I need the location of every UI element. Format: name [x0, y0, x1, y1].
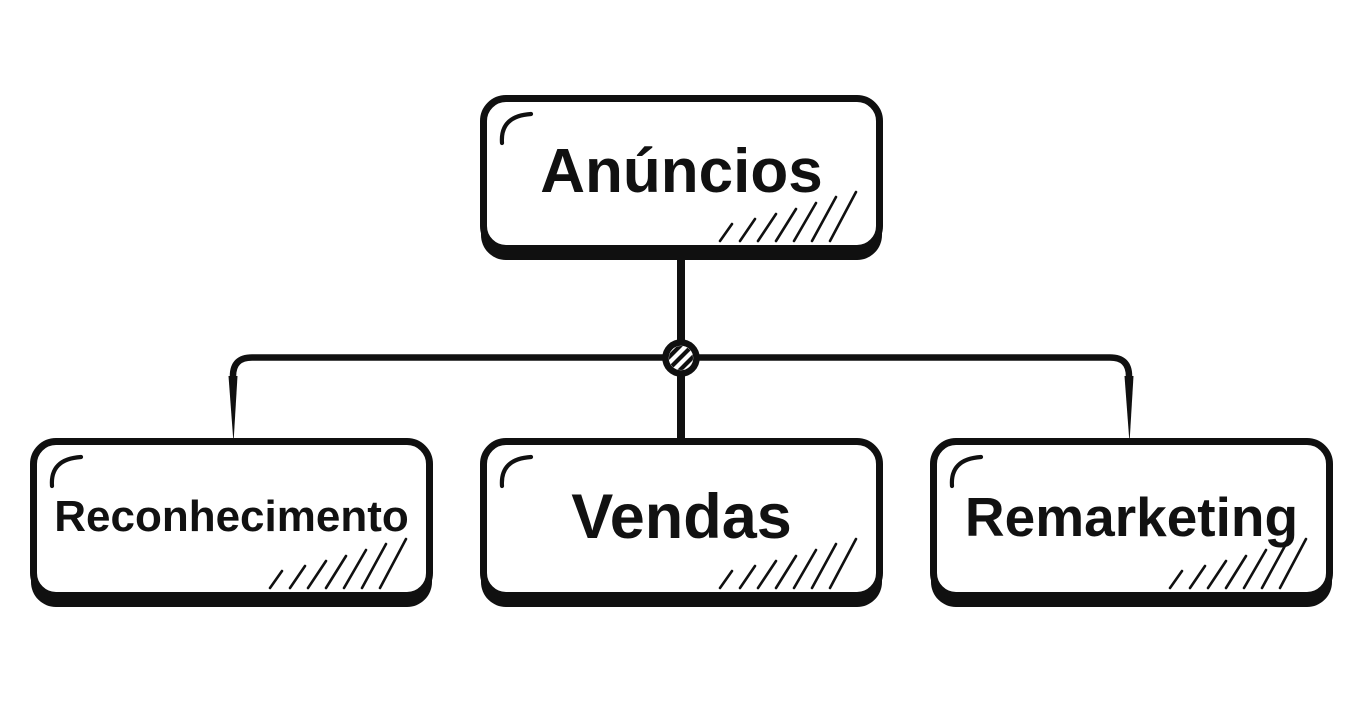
connector-reconhecimento-taper	[228, 376, 238, 443]
corner-stroke-icon	[499, 454, 534, 489]
hatch-shading-icon	[268, 537, 408, 590]
node-remarketing: Remarketing	[930, 438, 1333, 599]
connector-junction-to-remarketing	[696, 354, 1133, 380]
node-reconhecimento-label: Reconhecimento	[54, 491, 409, 541]
junction-node-icon	[662, 339, 700, 377]
node-remarketing-label: Remarketing	[964, 485, 1299, 548]
node-anuncios: Anúncios	[480, 95, 883, 252]
connector-remarketing-taper	[1124, 376, 1134, 443]
node-vendas: Vendas	[480, 438, 883, 599]
node-vendas-label: Vendas	[571, 481, 792, 552]
node-reconhecimento: Reconhecimento	[30, 438, 433, 599]
node-anuncios-label: Anúncios	[540, 137, 823, 206]
corner-stroke-icon	[49, 454, 84, 489]
connector-junction-to-reconhecimento	[229, 354, 666, 380]
corner-stroke-icon	[499, 111, 534, 146]
